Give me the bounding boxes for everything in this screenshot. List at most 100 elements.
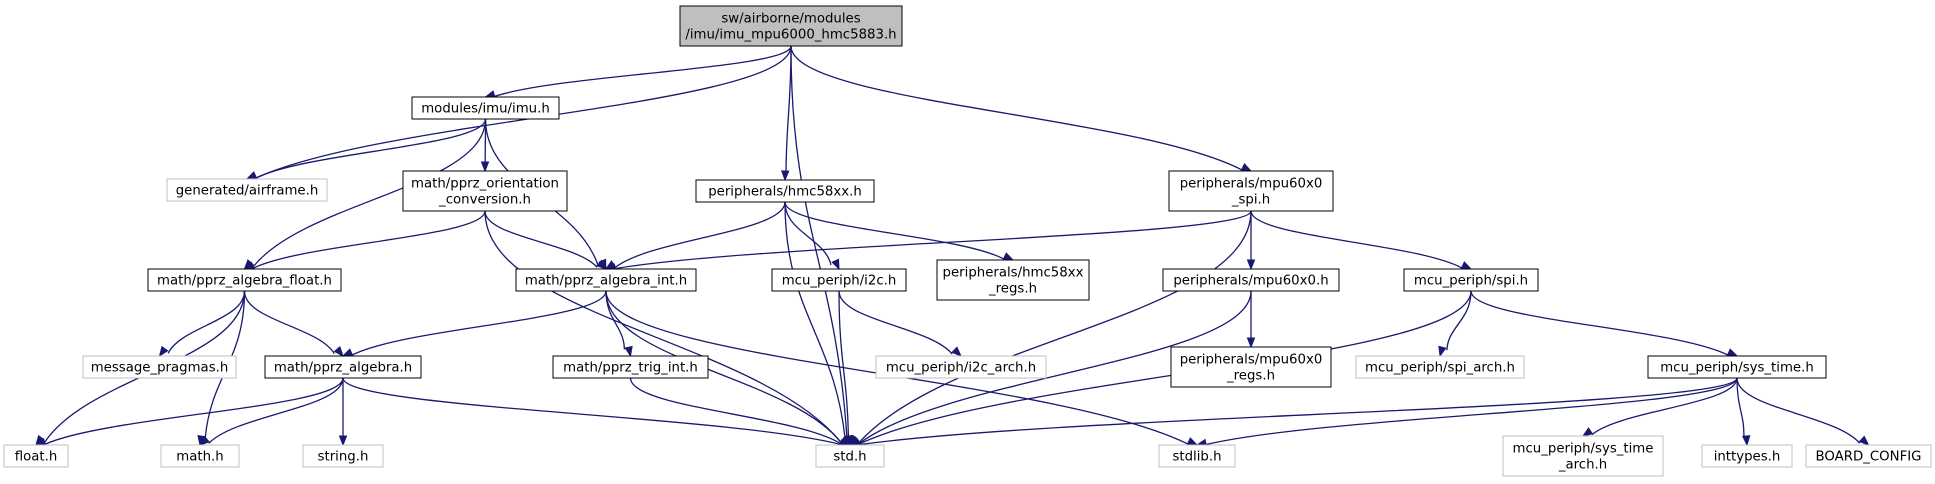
node-alg-float-h[interactable]: math/pprz_algebra_float.h [147, 268, 342, 292]
node-airframe-h: generated/airframe.h [166, 178, 328, 202]
edge-root-to-hmc58xx-h [781, 45, 792, 182]
node-label: std.h [833, 450, 866, 465]
edge-arrowhead [480, 161, 490, 173]
edge-line [858, 290, 1252, 445]
edge-line [351, 290, 607, 356]
edge-arrowhead [624, 345, 633, 358]
edge-line [1250, 210, 1463, 269]
node-label: _regs.h [1226, 369, 1275, 384]
edge-line [629, 377, 842, 445]
node-box [411, 96, 560, 120]
node-float-h: float.h [3, 444, 69, 468]
node-box [679, 5, 903, 47]
node-box [875, 355, 1047, 379]
edge-orient-h-to-alg-int-h [484, 210, 608, 270]
edge-line [614, 201, 786, 269]
node-label: mcu_periph/spi.h [1414, 274, 1528, 289]
edge-alg-int-h-to-stdlib-h [605, 290, 1199, 446]
edge-line [614, 210, 1252, 270]
node-label: string.h [318, 450, 369, 465]
node-box [82, 355, 237, 379]
edge-line [494, 45, 792, 98]
node-label: math/pprz_algebra_float.h [157, 274, 332, 289]
edge-arrowhead [1741, 435, 1751, 447]
node-i2c-h[interactable]: mcu_periph/i2c.h [771, 268, 907, 292]
edge-sys-time-h-to-board-config [1736, 377, 1870, 446]
edge-alg-h-to-std-h [342, 377, 852, 447]
edge-line [790, 45, 1243, 171]
edge-line [1470, 290, 1729, 356]
edge-alg-float-h-to-alg-h [243, 290, 344, 358]
edge-line [784, 201, 846, 438]
edge-line [484, 210, 842, 444]
node-mpu60x0-spi-h[interactable]: peripherals/mpu60x0_spi.h [1168, 170, 1334, 212]
node-imu-h[interactable]: modules/imu/imu.h [411, 96, 560, 120]
node-hmc-regs-h[interactable]: peripherals/hmc58xx_regs.h [936, 259, 1090, 301]
edge-spi-h-to-sys-time-h [1470, 290, 1739, 357]
edge-line [342, 377, 842, 446]
node-box [815, 444, 885, 468]
node-mpu-regs-h[interactable]: peripherals/mpu60x0_regs.h [1170, 346, 1332, 388]
edges-layer [34, 45, 1870, 448]
edge-line [484, 210, 598, 268]
node-box [1168, 170, 1334, 212]
edge-spi-h-to-spi-arch-h [1438, 290, 1472, 358]
node-trig-int-h[interactable]: math/pprz_trig_int.h [552, 355, 709, 379]
node-label: _conversion.h [438, 193, 531, 208]
edge-arrowhead [951, 346, 962, 357]
edge-root-to-mpu60x0-spi-h [790, 45, 1253, 172]
node-label: generated/airframe.h [176, 184, 319, 199]
node-stdlib-h: stdlib.h [1158, 444, 1236, 468]
node-orient-h[interactable]: math/pprz_orientation_conversion.h [402, 170, 568, 212]
edge-sys-time-h-to-inttypes-h [1736, 377, 1751, 447]
edge-arrowhead [1460, 261, 1473, 270]
edge-line [605, 290, 1189, 445]
node-label: sw/airborne/modules [721, 12, 860, 27]
node-label: math/pprz_orientation [411, 177, 559, 192]
edge-line [1205, 377, 1738, 446]
node-alg-int-h[interactable]: math/pprz_algebra_int.h [515, 268, 697, 292]
node-std-h: std.h [815, 444, 885, 468]
nodes-layer: sw/airborne/modules/imu/imu_mpu6000_hmc5… [3, 5, 1932, 477]
node-label: stdlib.h [1172, 450, 1221, 465]
edge-arrowhead [333, 346, 344, 358]
node-box [515, 268, 697, 292]
edge-arrowhead [1002, 252, 1015, 261]
node-string-h: string.h [302, 444, 384, 468]
edge-i2c-h-to-i2c-arch-h [838, 290, 962, 357]
edge-arrowhead [1858, 435, 1870, 446]
node-spi-h[interactable]: mcu_periph/spi.h [1403, 268, 1539, 292]
node-label: mcu_periph/i2c_arch.h [886, 361, 1036, 376]
edge-mpu60x0-h-to-mpu-regs-h [1246, 290, 1256, 349]
node-sys-time-h[interactable]: mcu_periph/sys_time.h [1647, 355, 1827, 379]
edge-arrowhead [1246, 337, 1256, 349]
edge-line [253, 210, 486, 269]
edge-root-to-std-h [790, 45, 854, 447]
node-spi-arch-h: mcu_periph/spi_arch.h [1355, 355, 1525, 379]
node-root[interactable]: sw/airborne/modules/imu/imu_mpu6000_hmc5… [679, 5, 903, 47]
edge-line [785, 45, 792, 172]
node-label: mcu_periph/i2c.h [782, 274, 897, 289]
node-label: modules/imu/imu.h [421, 102, 550, 117]
edge-line [252, 118, 487, 268]
edge-sys-time-h-to-sys-time-arch-h [1581, 377, 1738, 437]
node-mpu60x0-h[interactable]: peripherals/mpu60x0.h [1162, 268, 1340, 292]
node-alg-h[interactable]: math/pprz_algebra.h [264, 355, 422, 379]
node-sys-time-arch-h: mcu_periph/sys_time_arch.h [1502, 435, 1664, 477]
node-box [147, 268, 342, 292]
node-box [3, 444, 69, 468]
node-box [1162, 268, 1340, 292]
node-box [302, 444, 384, 468]
node-hmc58xx-h[interactable]: peripherals/hmc58xx.h [695, 179, 875, 203]
edge-line [1446, 290, 1472, 351]
edge-line [784, 201, 832, 266]
edge-line [167, 290, 246, 354]
node-i2c-arch-h: mcu_periph/i2c_arch.h [875, 355, 1047, 379]
node-box [160, 444, 240, 468]
edge-alg-h-to-string-h [338, 378, 348, 447]
node-label: math/pprz_algebra_int.h [525, 274, 687, 289]
node-label: _spi.h [1231, 193, 1270, 208]
node-box [552, 355, 709, 379]
edge-mpu60x0-spi-h-to-spi-h [1250, 210, 1473, 270]
edge-mpu60x0-spi-h-to-std-h [849, 210, 1252, 446]
